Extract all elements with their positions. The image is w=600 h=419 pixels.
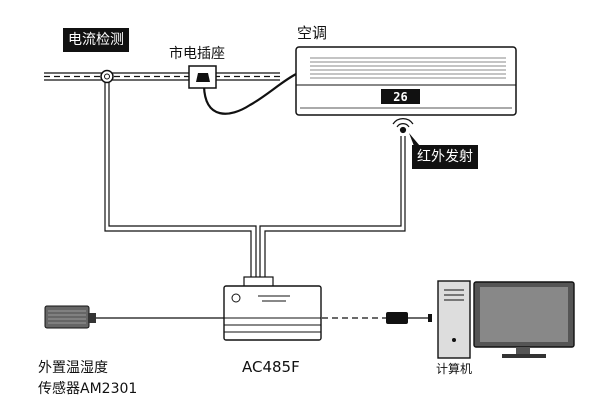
computer-label: 计算机 <box>436 362 473 376</box>
wall-outlet-icon <box>188 65 217 89</box>
infrared-label: 红外发射 <box>412 145 478 169</box>
usb-converter-icon <box>386 312 432 324</box>
computer-icon <box>437 280 575 359</box>
ac-display-value: 26 <box>393 90 407 104</box>
air-conditioner-unit: 26 <box>295 46 517 116</box>
air-conditioner-label: 空调 <box>297 24 328 42</box>
current-clamp-icon <box>100 69 114 84</box>
ac-display <box>381 89 420 104</box>
infrared-emitter-icon <box>392 118 420 146</box>
outlet-label: 市电插座 <box>169 46 225 62</box>
current-detect-label: 电流检测 <box>63 28 129 52</box>
sensor-probe-icon <box>44 305 96 329</box>
wiring <box>96 71 428 319</box>
power-line <box>44 72 280 81</box>
sensor-label-line1: 外置温湿度 <box>38 360 108 376</box>
device-logo-icon <box>231 293 241 303</box>
ac485f-device <box>223 276 322 341</box>
sensor-label-line2: 传感器AM2301 <box>38 381 138 397</box>
device-model-label: AC485F <box>242 358 300 376</box>
